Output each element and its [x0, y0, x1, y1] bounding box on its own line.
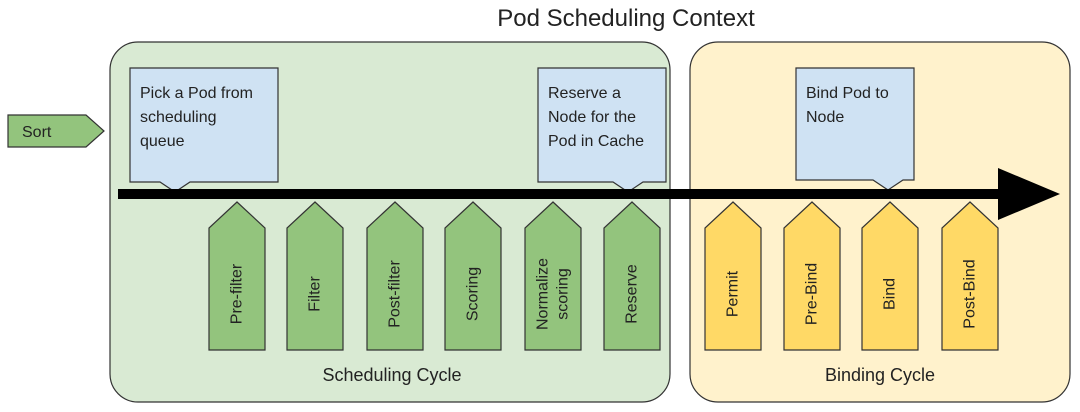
stage-arrow-shape	[366, 201, 424, 351]
extension-point-stages: Pre-filter Filter Post-filter Scoring Normal…	[208, 201, 999, 351]
note-text-line: Pod in Cache	[548, 133, 644, 150]
binding-cycle-label: Binding Cycle	[825, 365, 935, 385]
callout-notes: Pick a Pod from scheduling queue Reserve a N…	[129, 67, 915, 193]
note-box	[537, 67, 667, 193]
binding-stage-1: Permit	[704, 201, 762, 351]
stage-arrow-shape	[941, 201, 999, 351]
note-text-line: Bind Pod to	[806, 85, 889, 102]
stage-arrow-shape	[208, 201, 266, 351]
stage-label: Scoring	[465, 267, 482, 321]
timeline-arrow-head	[998, 168, 1060, 220]
note-text-line: Node for the	[548, 109, 636, 126]
note-box	[129, 67, 279, 193]
stage-label: Pre-filter	[229, 263, 246, 324]
stage-label: Post-filter	[387, 260, 404, 328]
note-text-line: scheduling	[140, 109, 217, 126]
stage-label: Post-Bind	[962, 259, 979, 328]
stage-label: Reserve	[624, 264, 641, 324]
stage-arrow-shape	[603, 201, 661, 351]
stage-arrow-shape	[704, 201, 762, 351]
binding-stage-2: Pre-Bind	[783, 201, 841, 351]
stage-label: Bind	[882, 278, 899, 310]
sort-shape	[7, 114, 105, 148]
note-box	[795, 67, 915, 191]
sort-step: Sort	[7, 114, 105, 148]
note-text-line: Node	[806, 109, 844, 126]
stage-label: Permit	[725, 270, 742, 317]
scheduling-stage-6: Reserve	[603, 201, 661, 351]
stage-arrow-shape	[444, 201, 502, 351]
stage-label: scoring	[555, 268, 572, 320]
scheduling-stage-4: Scoring	[444, 201, 502, 351]
binding-stage-4: Post-Bind	[941, 201, 999, 351]
note-text-line: queue	[140, 133, 185, 150]
binding-stage-3: Bind	[861, 201, 919, 351]
timeline-arrow-shaft	[118, 189, 1002, 199]
stage-arrow-shape	[524, 201, 582, 351]
scheduling-cycle-label: Scheduling Cycle	[322, 365, 461, 385]
note-text-line: Reserve a	[548, 85, 621, 102]
scheduling-stage-3: Post-filter	[366, 201, 424, 351]
sort-label: Sort	[22, 124, 52, 141]
stage-label: Pre-Bind	[804, 263, 821, 325]
scheduling-stage-1: Pre-filter	[208, 201, 266, 351]
stage-arrow-shape	[783, 201, 841, 351]
note-bind-pod: Bind Pod to Node	[795, 67, 915, 191]
note-pick-pod: Pick a Pod from scheduling queue	[129, 67, 279, 193]
stage-label: Normalize	[535, 258, 552, 330]
note-text-line: Pick a Pod from	[140, 85, 253, 102]
stage-arrow-shape	[286, 201, 344, 351]
diagram-title: Pod Scheduling Context	[497, 5, 755, 32]
timeline-arrow	[118, 168, 1060, 220]
stage-label: Filter	[307, 276, 324, 312]
stage-arrow-shape	[861, 201, 919, 351]
scheduling-stage-2: Filter	[286, 201, 344, 351]
